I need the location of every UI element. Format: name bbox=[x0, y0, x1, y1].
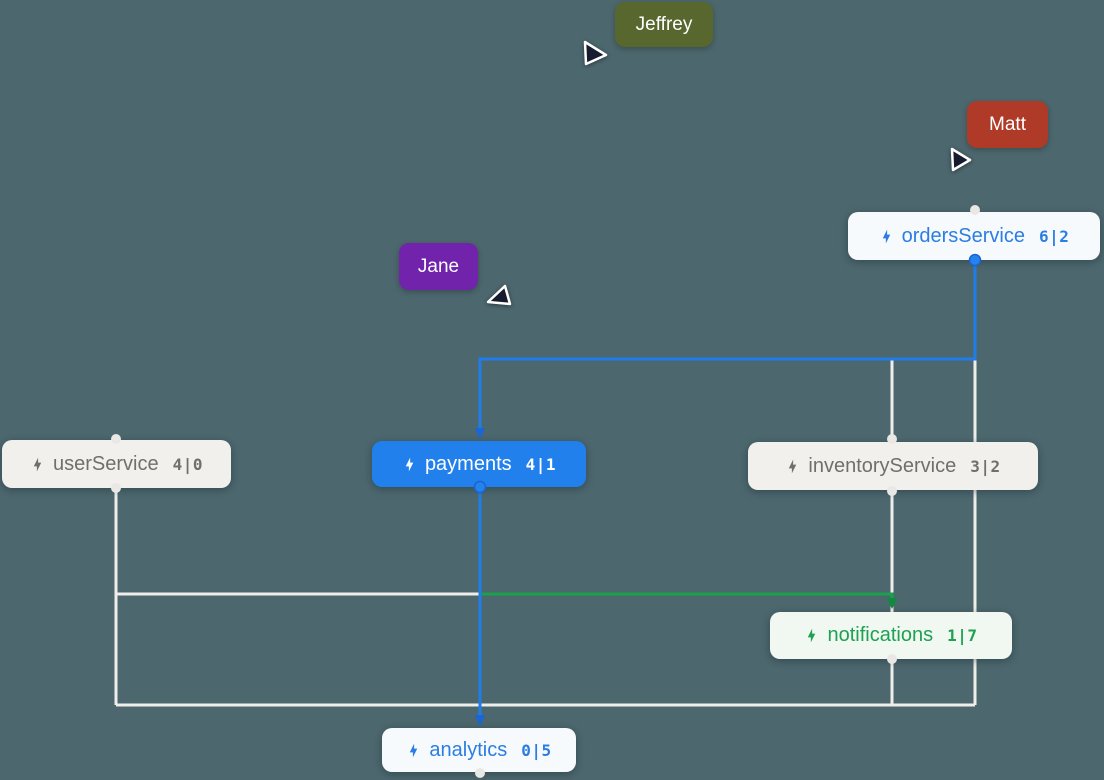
edge-to-notifications[interactable] bbox=[480, 592, 894, 599]
node-label: userService bbox=[52, 452, 159, 475]
node-payments[interactable]: payments 4|1 bbox=[372, 441, 586, 487]
user-label-matt: Matt bbox=[967, 101, 1048, 148]
node-count: 4|1 bbox=[525, 454, 557, 474]
node-label: inventoryService bbox=[808, 454, 957, 477]
user-name: Jane bbox=[417, 255, 460, 277]
user-label-jane: Jane bbox=[399, 243, 478, 290]
lightning-icon bbox=[882, 229, 890, 243]
node-analytics[interactable]: analytics 0|5 bbox=[382, 728, 576, 772]
arrowhead-orders-to-payments bbox=[474, 428, 486, 439]
node-label: ordersService bbox=[901, 224, 1025, 247]
arrowhead-to-notifications bbox=[886, 598, 898, 609]
node-ordersService[interactable]: ordersService 6|2 bbox=[848, 212, 1100, 260]
user-name: Matt bbox=[989, 113, 1026, 135]
cursor-jane-icon bbox=[486, 284, 512, 306]
node-label: analytics bbox=[429, 738, 508, 761]
user-name: Jeffrey bbox=[635, 13, 693, 35]
node-label: payments bbox=[424, 452, 512, 475]
node-count: 6|2 bbox=[1038, 226, 1070, 246]
cursor-matt-icon bbox=[950, 147, 972, 172]
node-count: 1|7 bbox=[947, 626, 978, 645]
node-label: notifications bbox=[827, 624, 934, 646]
cursor-jeffrey-icon bbox=[583, 40, 608, 66]
lightning-icon bbox=[789, 459, 797, 473]
node-userService[interactable]: userService 4|0 bbox=[2, 440, 231, 488]
node-inventoryService[interactable]: inventoryService 3|2 bbox=[748, 442, 1038, 490]
node-count: 0|5 bbox=[521, 740, 552, 760]
lightning-icon bbox=[405, 457, 414, 471]
lightning-icon bbox=[410, 743, 418, 757]
node-notifications[interactable]: notifications 1|7 bbox=[770, 612, 1012, 659]
lightning-icon bbox=[33, 457, 42, 471]
user-label-jeffrey: Jeffrey bbox=[615, 2, 713, 47]
edge-orders-to-payments[interactable] bbox=[478, 260, 977, 429]
node-count: 3|2 bbox=[970, 456, 1001, 476]
lightning-icon bbox=[808, 628, 816, 643]
arrowhead-payments-to-analytics bbox=[474, 715, 486, 726]
node-count: 4|0 bbox=[172, 454, 203, 474]
